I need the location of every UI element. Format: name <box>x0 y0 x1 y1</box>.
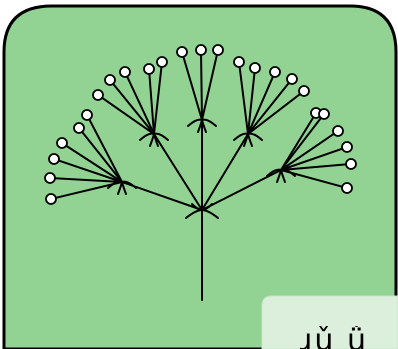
secondary-ray-1-3 <box>57 159 123 183</box>
secondary-ray-2-5 <box>153 65 163 135</box>
floret-1-2 <box>44 172 56 184</box>
umbel-flower-icon <box>44 44 357 301</box>
secondary-ray-1-6 <box>88 118 123 183</box>
secondary-ray-1-4 <box>65 144 123 183</box>
involucel-bract <box>280 169 286 183</box>
secondary-ray-2-1 <box>101 96 155 135</box>
secondary-ray-5-5 <box>280 163 348 171</box>
caption-text: ɻǔ ǘ <box>300 326 368 349</box>
secondary-ray-5-3 <box>280 132 335 171</box>
floret-1-4 <box>56 137 68 149</box>
secondary-ray-1-2 <box>53 177 123 183</box>
secondary-ray-3-2 <box>200 53 203 121</box>
secondary-ray-4-3 <box>247 75 275 135</box>
floret-3-3 <box>212 44 224 56</box>
floret-2-2 <box>104 74 116 86</box>
floret-2-3 <box>119 66 131 78</box>
secondary-ray-5-2 <box>280 116 322 171</box>
secondary-ray-5-1 <box>280 116 315 171</box>
floret-4-3 <box>269 66 281 78</box>
floret-4-4 <box>286 73 298 85</box>
secondary-ray-2-2 <box>112 82 155 135</box>
secondary-ray-2-3 <box>126 75 155 135</box>
secondary-ray-4-4 <box>247 81 290 135</box>
caption-panel <box>261 295 398 349</box>
primary-ray-5 <box>201 169 282 211</box>
floret-5-2 <box>318 108 330 120</box>
floret-5-5 <box>345 158 357 170</box>
floret-1-3 <box>48 153 60 165</box>
floret-2-1 <box>92 89 104 101</box>
floret-2-4 <box>143 63 155 75</box>
involucel-bract <box>247 133 253 147</box>
floret-3-2 <box>195 44 207 56</box>
floret-5-3 <box>332 125 344 137</box>
floret-4-5 <box>298 85 310 97</box>
involucel-bract <box>121 181 127 195</box>
secondary-ray-3-1 <box>182 55 203 121</box>
floret-4-2 <box>249 62 261 74</box>
secondary-ray-2-4 <box>148 72 155 135</box>
secondary-ray-4-2 <box>247 71 256 135</box>
primary-ray-2 <box>153 133 203 211</box>
floret-1-5 <box>73 122 85 134</box>
primary-ray-4 <box>201 133 249 211</box>
floret-1-6 <box>81 109 93 121</box>
floret-5-6 <box>341 182 353 194</box>
floret-2-5 <box>156 56 168 68</box>
secondary-ray-3-3 <box>201 53 218 121</box>
floret-3-1 <box>176 46 188 58</box>
floret-1-1 <box>45 193 57 205</box>
floret-5-4 <box>341 141 353 153</box>
secondary-ray-1-5 <box>81 130 123 183</box>
secondary-ray-4-5 <box>247 93 302 135</box>
secondary-ray-5-4 <box>280 147 344 171</box>
secondary-ray-4-1 <box>238 65 249 135</box>
involucel-bract <box>153 133 159 147</box>
floret-4-1 <box>233 56 245 68</box>
involucel-bract <box>201 119 207 133</box>
involucre-bract <box>191 203 213 212</box>
